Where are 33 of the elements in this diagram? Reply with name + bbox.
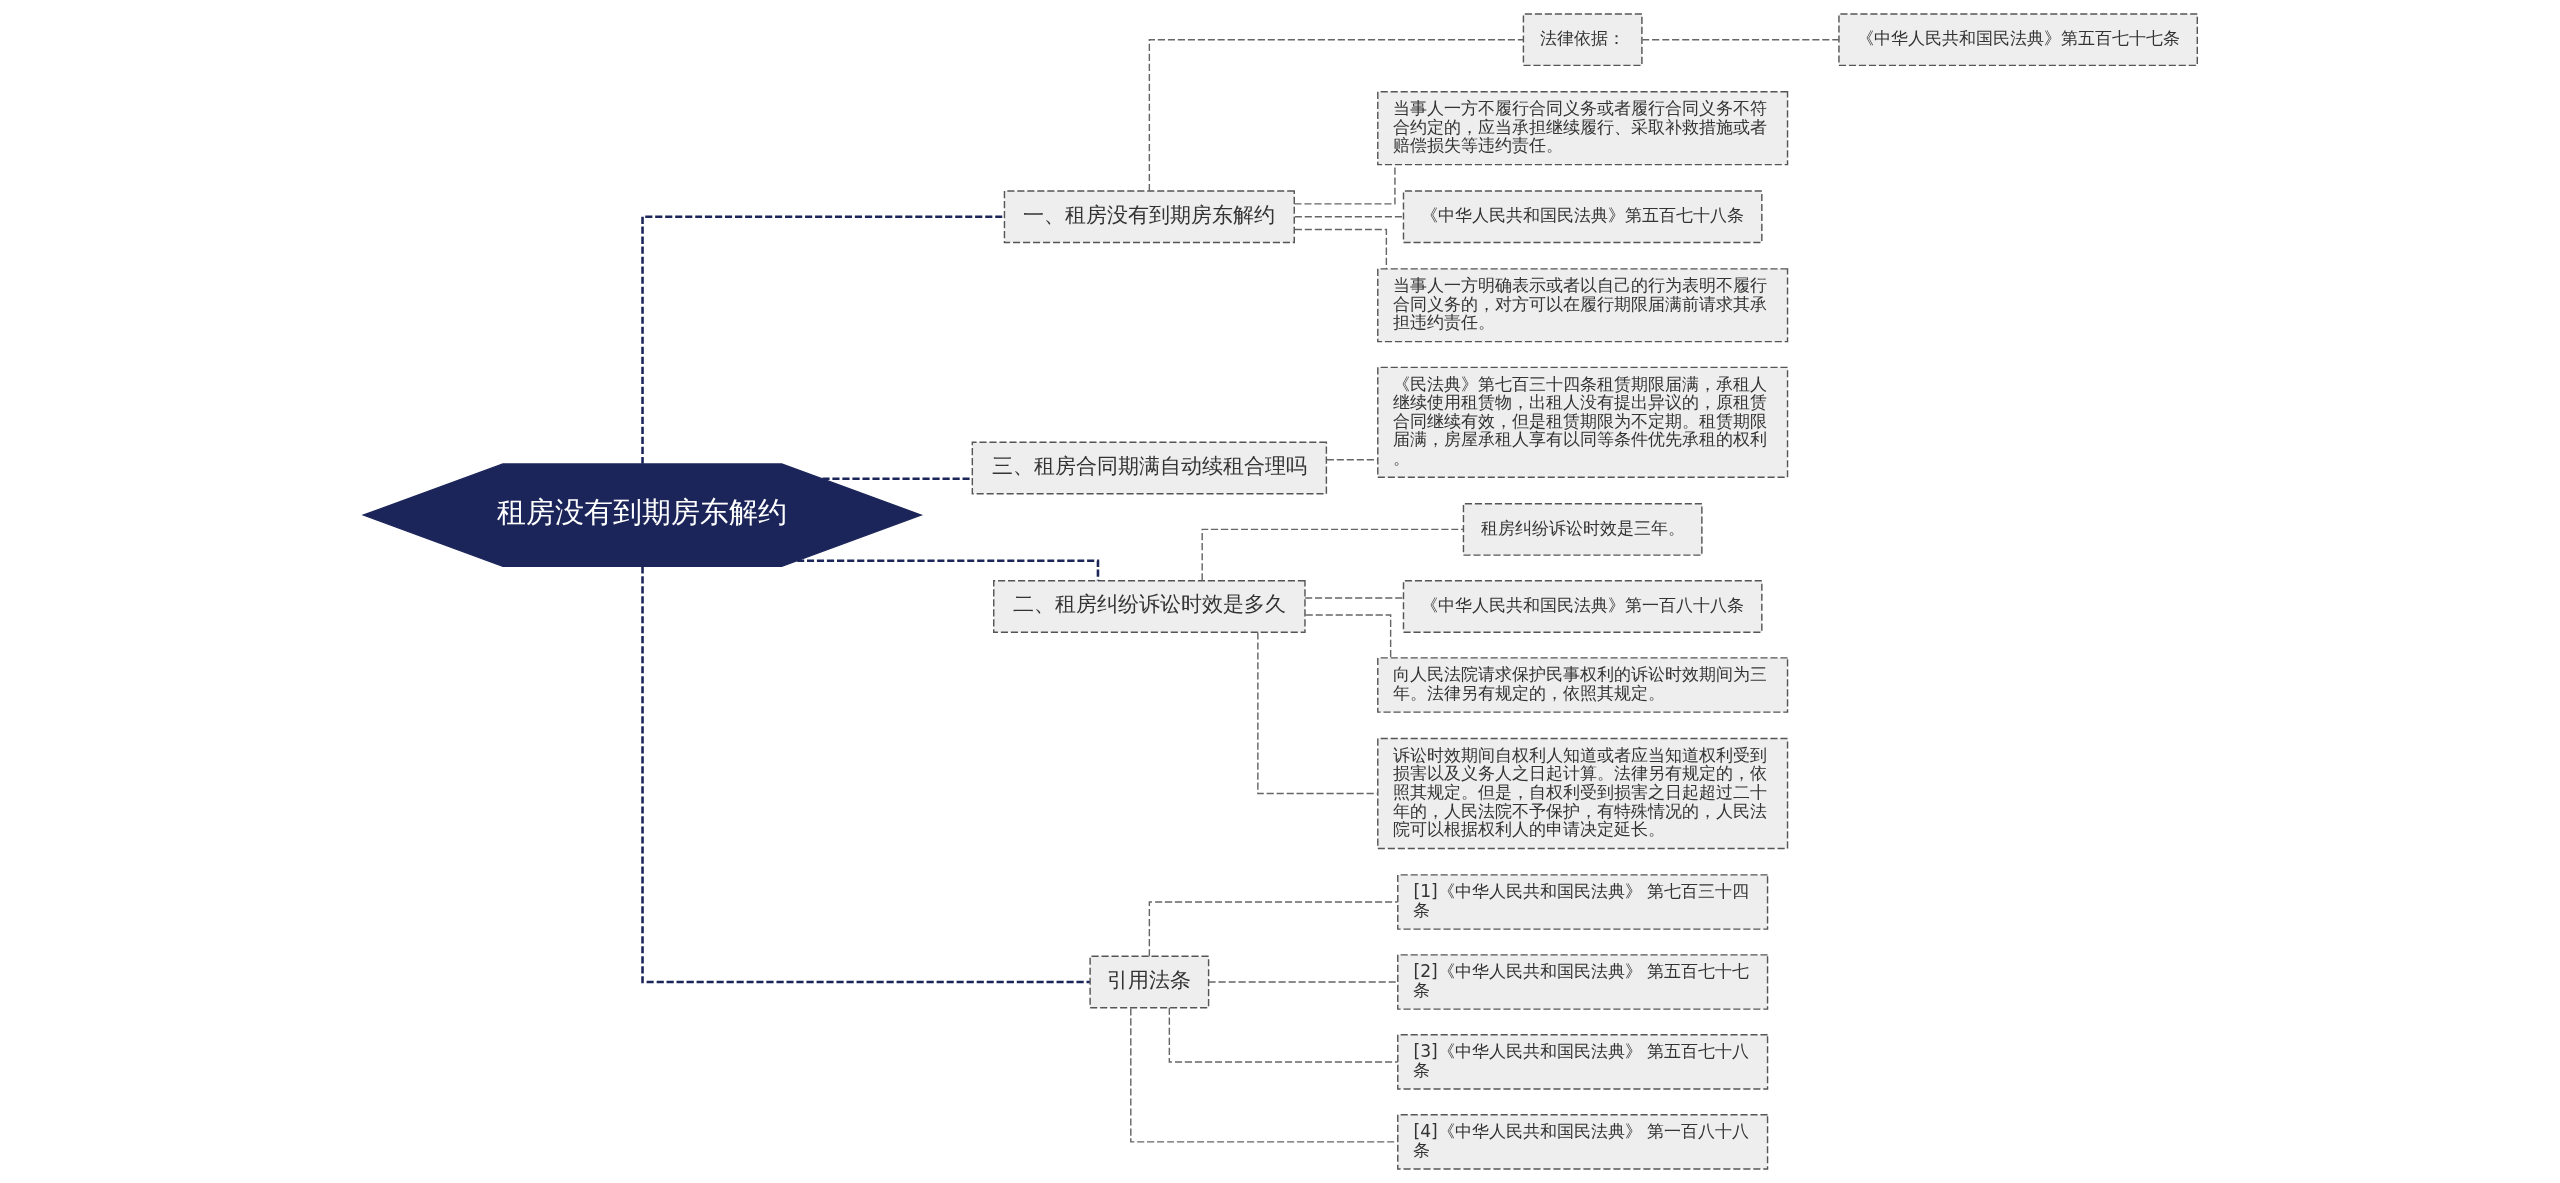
- node-box: 诉讼时效期间自权利人知道或者应当知道权利受到损害以及义务人之日起计算。法律另有规定的，依照其规定。但是，自权利受到损害之日起超过二十年的，人民法院不予保护，有特殊情况的，人民法院可以根据权利人的申请决定延长。: [1376, 737, 1788, 850]
- connector: [1129, 1007, 1398, 1143]
- connector: [1304, 614, 1391, 659]
- node-box: 三、租房合同期满自动续租合理吗: [971, 441, 1327, 495]
- connector: [822, 477, 972, 481]
- node-box: 引用法条: [1088, 955, 1209, 1009]
- node-box: 当事人一方不履行合同义务或者履行合同义务不符合约定的，应当承担继续履行、采取补救措施或者赔偿损失等违约责任。: [1376, 91, 1788, 166]
- connector: [640, 566, 1090, 984]
- connector: [1293, 216, 1404, 218]
- node-box: 《中华人民共和国民法典》第一百八十八条: [1402, 580, 1763, 633]
- node-box: [1]《中华人民共和国民法典》 第七百三十四条: [1396, 874, 1768, 930]
- connector: [1200, 528, 1464, 582]
- connector: [1293, 164, 1396, 205]
- node-box: 《民法典》第七百三十四条租赁期限届满，承租人继续使用租赁物，出租人没有提出异议的，原租赁合同继续有效，但是租赁期限为不定期。租赁期限届满，房屋承租人享有以同等条件优先承租的权利。: [1376, 366, 1788, 478]
- node-box: 租房纠纷诉讼时效是三年。: [1462, 503, 1703, 556]
- node-box: [4]《中华人民共和国民法典》 第一百八十八条: [1396, 1114, 1768, 1170]
- node-box: [2]《中华人民共和国民法典》 第五百七十七条: [1396, 954, 1768, 1010]
- node-box: 向人民法院请求保护民事权利的诉讼时效期间为三年。法律另有规定的，依照其规定。: [1376, 657, 1788, 713]
- node-box: 《中华人民共和国民法典》第五百七十七条: [1837, 13, 2198, 67]
- node-box: 当事人一方明确表示或者以自己的行为表明不履行合同义务的，对方可以在履行期限届满前请求其承担违约责任。: [1376, 268, 1788, 343]
- connector: [1168, 1007, 1398, 1063]
- connector: [640, 215, 1004, 464]
- connector: [1293, 228, 1387, 270]
- node-box: 一、租房没有到期房东解约: [1003, 190, 1295, 244]
- connector: [1303, 597, 1404, 599]
- connector: [1641, 38, 1840, 41]
- node-box: 法律依据：: [1522, 13, 1643, 67]
- connector: [1148, 38, 1524, 192]
- connector: [1207, 981, 1398, 983]
- node-box: 《中华人民共和国民法典》第五百七十八条: [1402, 190, 1763, 244]
- connector: [1148, 901, 1398, 957]
- node-box: [3]《中华人民共和国民法典》 第五百七十八条: [1396, 1034, 1768, 1090]
- node-box: 二、租房纠纷诉讼时效是多久: [992, 580, 1306, 633]
